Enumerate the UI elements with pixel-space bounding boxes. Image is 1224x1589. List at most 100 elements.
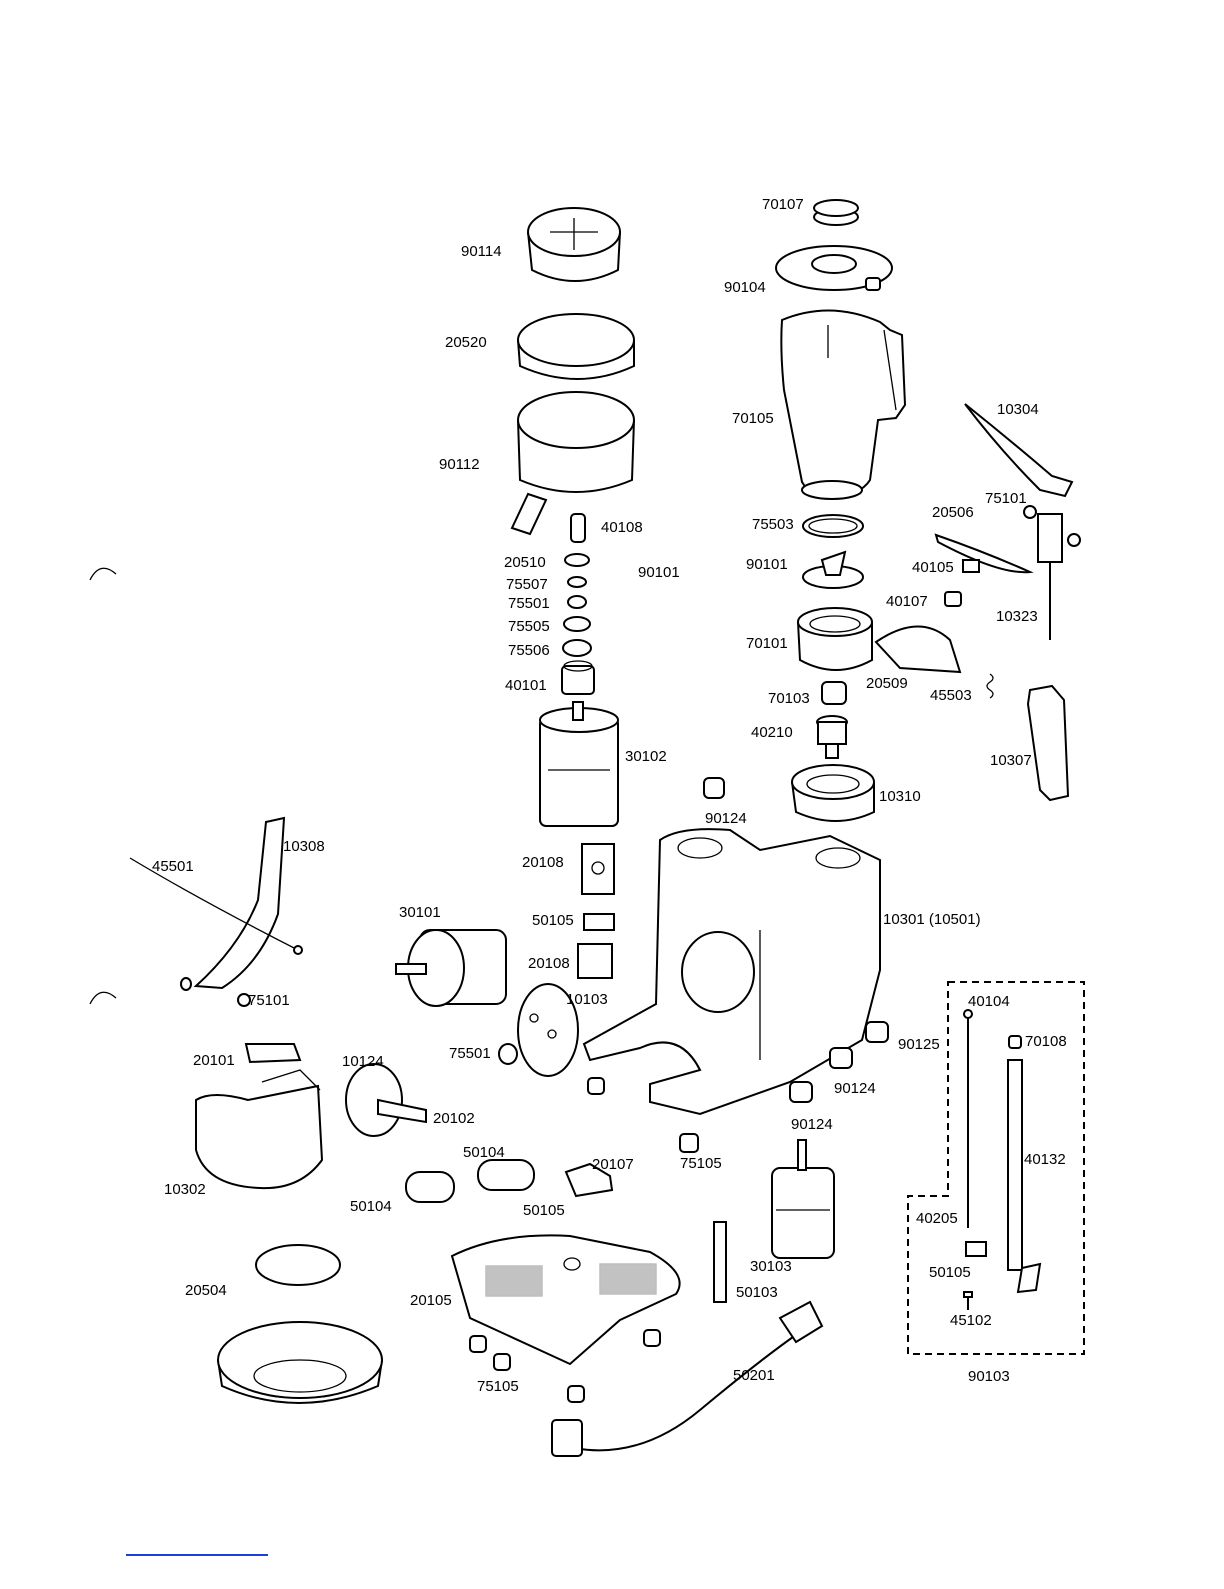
margin-mark-bottom [89,991,117,1005]
label-20108-b: 20108 [528,955,570,972]
label-10310: 10310 [879,788,921,805]
label-10124: 10124 [342,1053,384,1070]
part-20509-cover [874,625,962,674]
part-70107-ring [813,199,859,226]
part-70101-coupler-housing [797,607,873,671]
part-50103-brush [713,1221,727,1303]
part-40132-tube [1007,1059,1042,1294]
part-10124-blade-disc [345,1063,427,1137]
part-10307-bracket [1026,684,1070,802]
part-90112-bowl [510,391,635,536]
part-10304-lever [964,403,1074,498]
label-45503: 45503 [930,687,972,704]
label-10307: 10307 [990,752,1032,769]
label-70107: 70107 [762,196,804,213]
label-75101-b: 75101 [248,992,290,1009]
part-40101-nut [561,660,595,695]
part-70105-jug [780,309,907,500]
part-75506-oring [562,639,592,657]
part-45102-screw [963,1291,973,1310]
part-20506-spring-plate [934,533,1034,574]
label-20509: 20509 [866,675,908,692]
label-20105: 20105 [410,1292,452,1309]
margin-mark-top [89,567,117,581]
label-20108-a: 20108 [522,854,564,871]
label-70103: 70103 [768,690,810,707]
part-90125-foot [865,1021,889,1043]
part-20108-plate-b [577,943,613,979]
label-50104-b: 50104 [350,1198,392,1215]
part-20101-card [244,1043,302,1064]
part-75101-washer [1023,505,1037,519]
label-90101-b: 90101 [746,556,788,573]
label-90103: 90103 [968,1368,1010,1385]
part-75105-foot-b [469,1329,661,1403]
part-20107-bracket [564,1162,614,1198]
part-20510-washer [564,553,590,567]
label-90101-a: 90101 [638,564,680,581]
label-40101: 40101 [505,677,547,694]
label-45501: 45501 [152,858,194,875]
part-10310-base-ring [791,764,875,822]
label-90112: 90112 [439,456,480,473]
part-labels: 70107 90104 70105 10304 75101 20506 4010… [152,196,1067,1395]
label-90124-a: 90124 [705,810,747,827]
label-10302: 10302 [164,1181,206,1198]
part-75105-foot-a [587,1077,699,1153]
label-30102: 30102 [625,748,667,765]
part-90104-lid [775,245,893,291]
label-20506: 20506 [932,504,974,521]
part-90124-foot-a [703,777,725,799]
label-10323: 10323 [996,608,1038,625]
label-50201: 50201 [733,1367,775,1384]
label-40108: 40108 [601,519,643,536]
label-40210: 40210 [751,724,793,741]
label-40132: 40132 [1024,1151,1066,1168]
label-20520: 20520 [445,334,487,351]
label-70108: 70108 [1025,1033,1067,1050]
part-30102-motor-frame [539,701,619,827]
part-10323-shaft [1037,513,1081,640]
part-10103-disc [517,983,579,1077]
part-40105-block [962,559,980,573]
part-20520-ring [517,313,635,380]
label-75501-a: 75501 [508,595,550,612]
part-90101-blade-right [802,550,864,589]
label-90104: 90104 [724,279,766,296]
label-10103: 10103 [566,991,608,1008]
part-20504-grille [255,1244,341,1286]
label-40105: 40105 [912,559,954,576]
part-75101-washer-b [180,977,251,1007]
label-90124-c: 90124 [791,1116,833,1133]
part-10302-chute [195,1069,324,1190]
part-45503-spring [986,673,994,699]
label-70105: 70105 [732,410,774,427]
part-30103-motor [771,1139,835,1259]
part-10301-housing [582,828,881,1116]
label-20504: 20504 [185,1282,227,1299]
label-30103: 30103 [750,1258,792,1275]
label-50103: 50103 [736,1284,778,1301]
part-50105-switch-a [583,913,615,931]
label-75105-a: 75105 [680,1155,722,1172]
part-50104-capacitor-b [477,1159,535,1191]
label-40205: 40205 [916,1210,958,1227]
part-50104-capacitor-a [405,1171,455,1203]
part-50201-power-cord [551,1300,824,1457]
part-drip-tray [217,1321,383,1404]
label-90125: 90125 [898,1036,940,1053]
label-20101: 20101 [193,1052,235,1069]
part-75501-bearing-b [498,1043,518,1065]
part-90124-foot-b [829,1047,853,1069]
label-70101: 70101 [746,635,788,652]
label-10301: 10301 (10501) [883,911,981,928]
part-75501-bearing [567,595,587,609]
part-50105-switch-c [965,1241,987,1257]
part-30101-motor [395,929,507,1007]
part-40210-drive [816,715,848,759]
label-30101: 30101 [399,904,441,921]
part-90114-filter-basket [527,207,621,282]
label-40107: 40107 [886,593,928,610]
part-40108-pin [570,513,586,543]
